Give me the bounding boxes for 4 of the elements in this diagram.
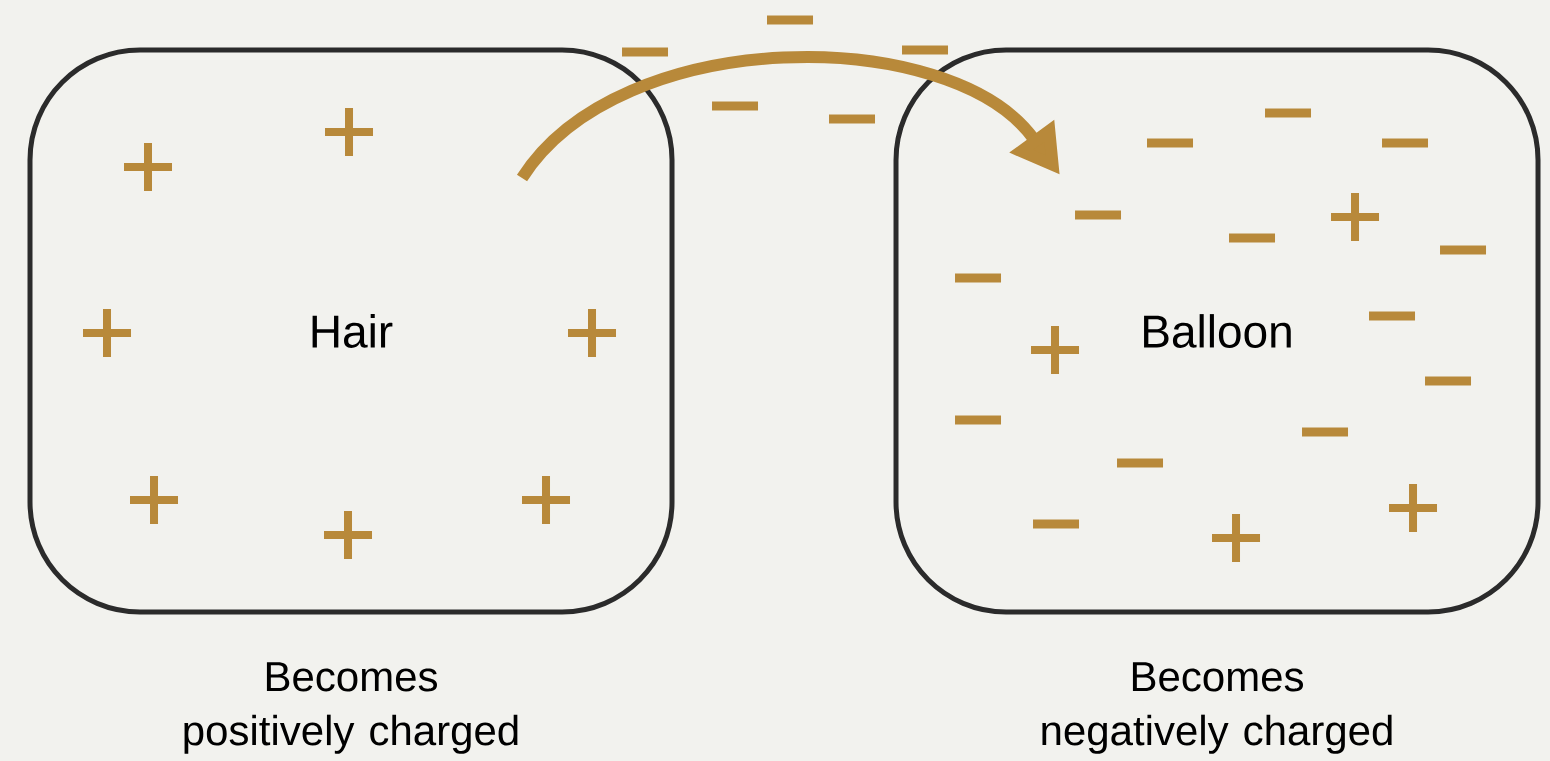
caption-text: Becomes negatively charged	[1042, 662, 1392, 754]
caption-text: Becomes positively charged	[184, 662, 518, 754]
object-box: Balloon	[893, 47, 1541, 615]
object-box: Hair	[27, 47, 675, 615]
